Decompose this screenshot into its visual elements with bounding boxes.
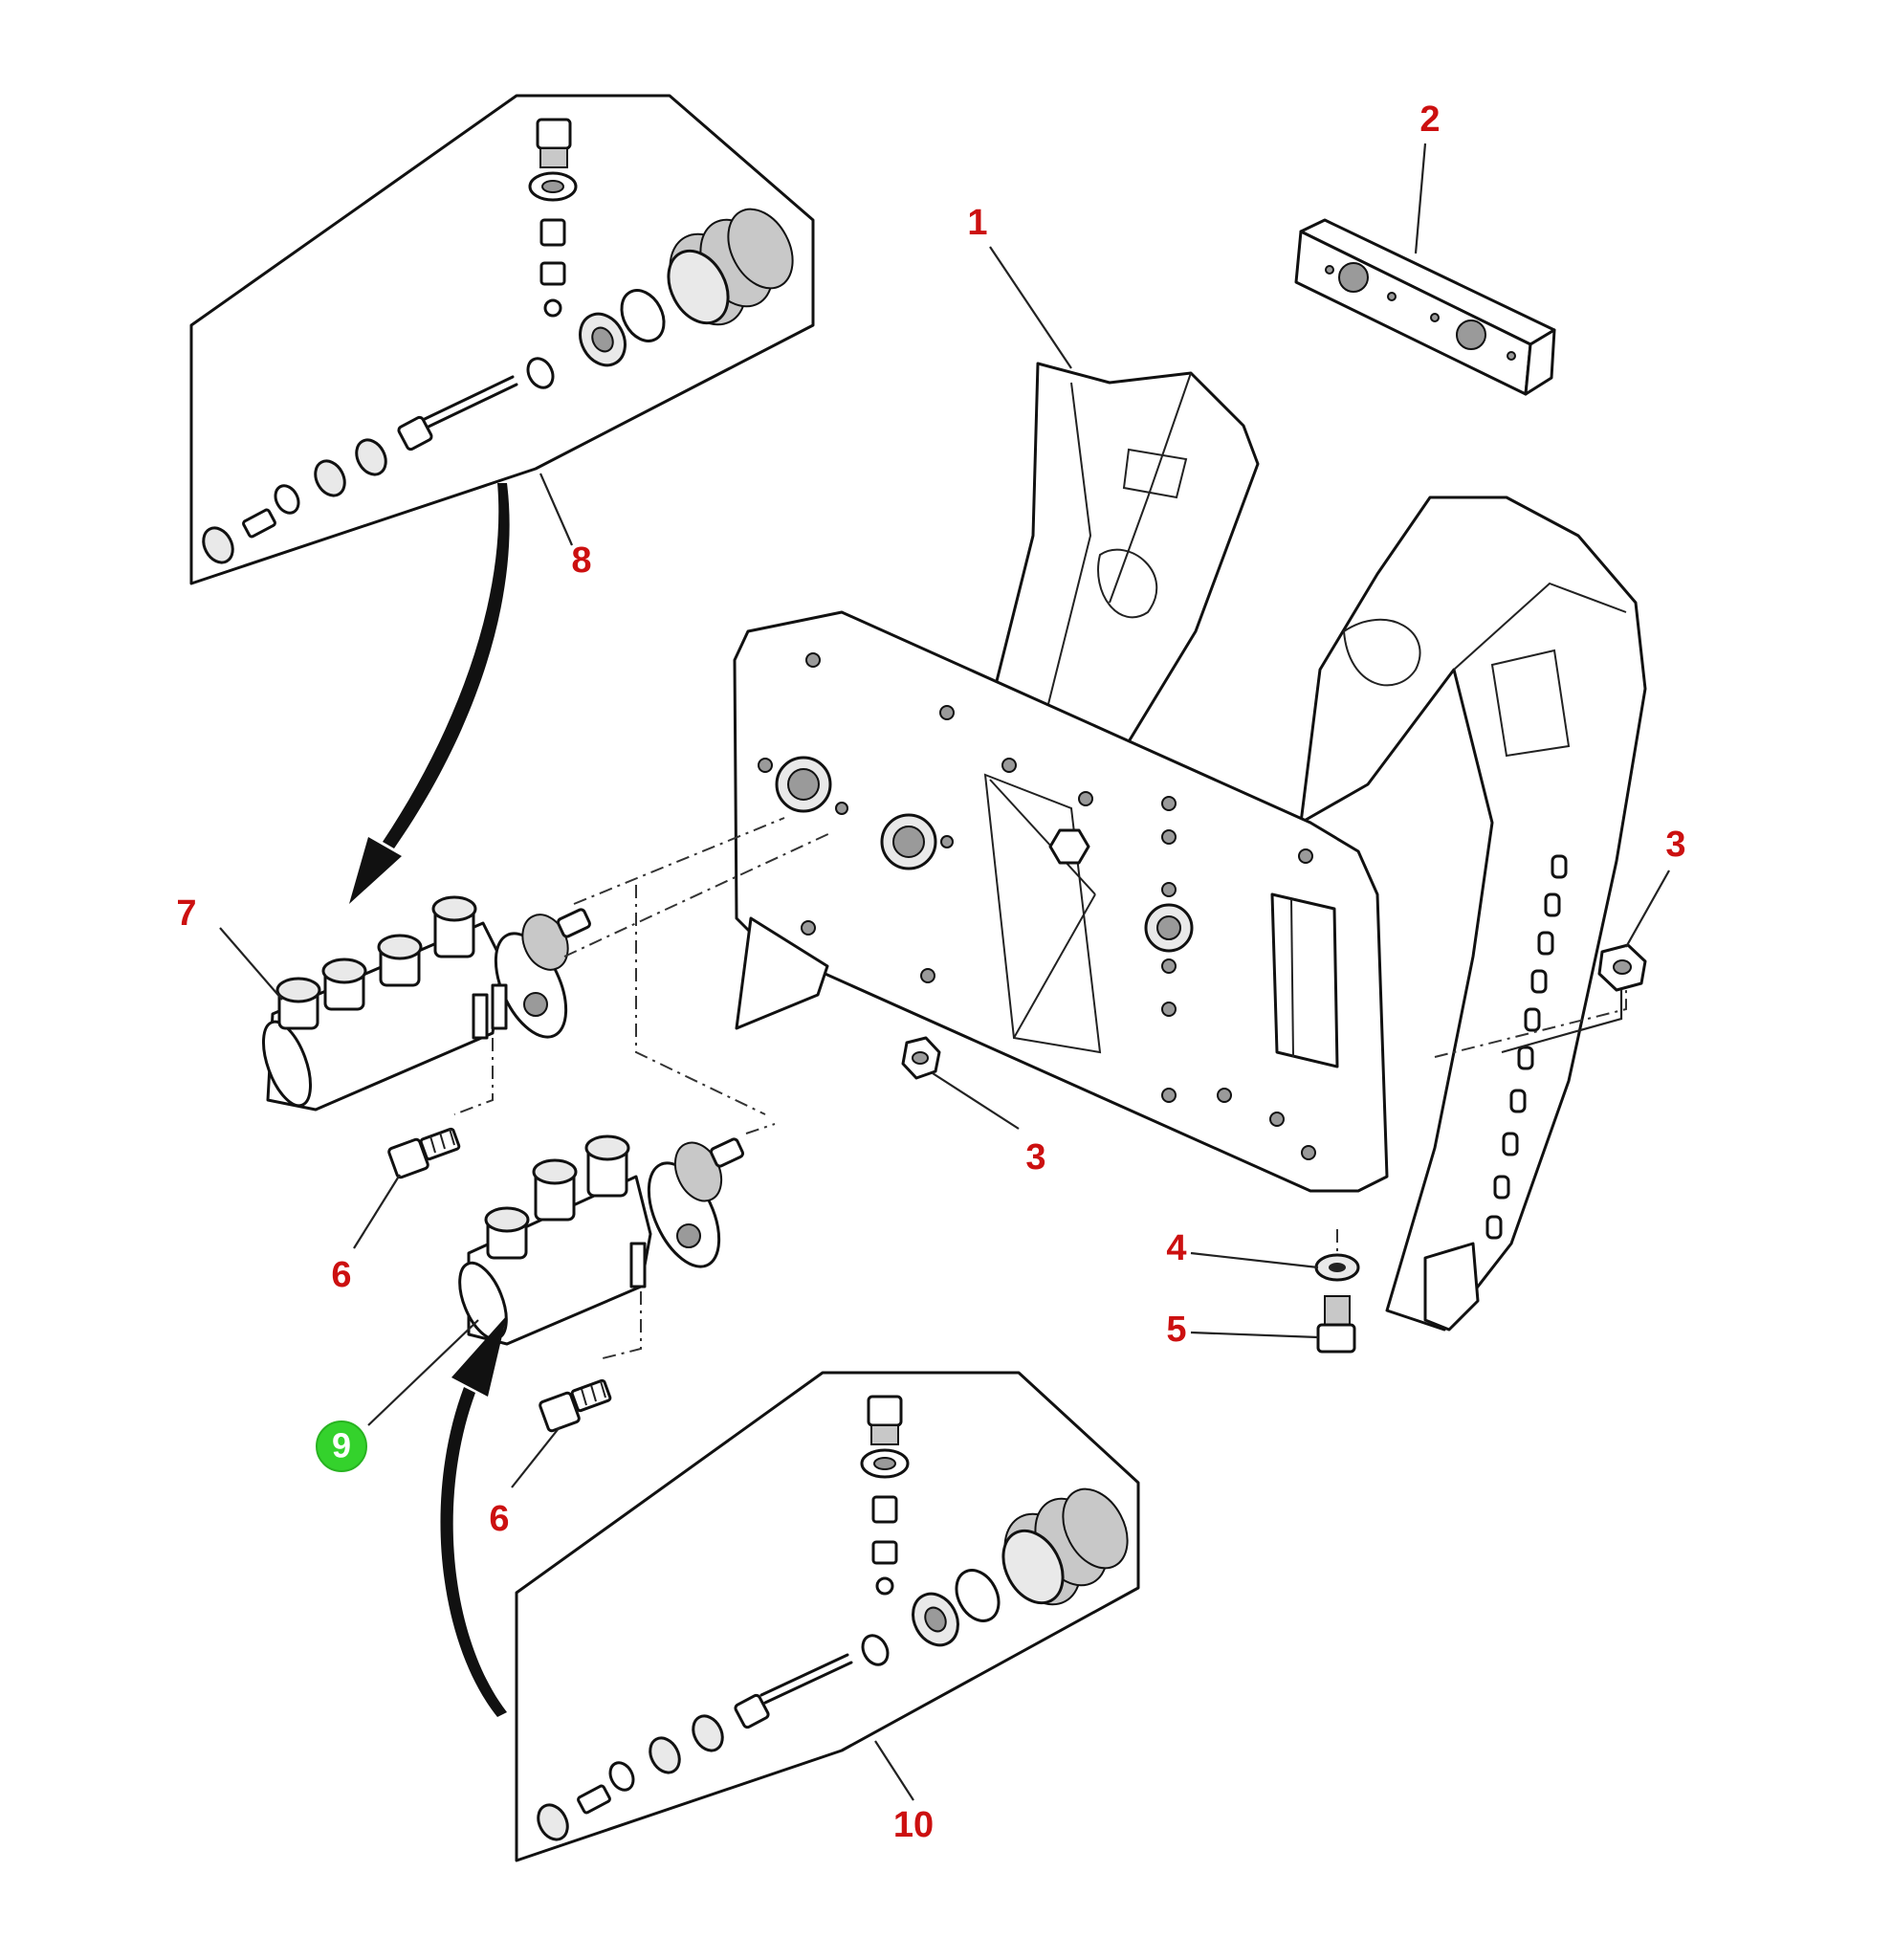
callout-1[interactable]: 1 <box>967 203 987 243</box>
assembly-arrow-8-to-7 <box>349 483 510 904</box>
callout-6-lower[interactable]: 6 <box>489 1499 509 1539</box>
channel-bracket-2 <box>1294 218 1556 396</box>
kit-inset-8 <box>189 94 815 585</box>
callout-2[interactable]: 2 <box>1419 99 1440 140</box>
callout-8[interactable]: 8 <box>571 540 591 581</box>
leader-lines <box>219 143 1670 1801</box>
bolt-5 <box>1316 1295 1356 1354</box>
nut-3b <box>1597 943 1647 992</box>
assembly-arrow-10-to-9 <box>440 1315 507 1717</box>
bolt-6a <box>387 1127 461 1179</box>
washer-4 <box>1314 1253 1360 1282</box>
callout-6-upper[interactable]: 6 <box>331 1255 351 1295</box>
bolt-6b <box>539 1378 612 1433</box>
pedal-support-frame <box>733 362 1647 1332</box>
callouts: 1 2 3 3 4 5 6 6 7 8 9 10 <box>176 99 1685 1845</box>
callout-5[interactable]: 5 <box>1166 1310 1186 1350</box>
kit-inset-10 <box>515 1371 1140 1862</box>
spring-cup-10 <box>1001 1487 1129 1606</box>
callout-3-right[interactable]: 3 <box>1665 825 1685 865</box>
callout-7[interactable]: 7 <box>176 893 196 934</box>
master-cylinder-9 <box>458 1134 745 1346</box>
frame-slots <box>1485 854 1568 1240</box>
tandem-master-cylinder-7 <box>261 895 592 1112</box>
callout-9[interactable]: 9 <box>332 1426 351 1465</box>
callout-3-center[interactable]: 3 <box>1025 1137 1045 1178</box>
callout-9-highlighted[interactable]: 9 <box>316 1420 367 1472</box>
spring-cup-8 <box>667 208 794 326</box>
nut-3a <box>901 1036 941 1080</box>
callout-4[interactable]: 4 <box>1166 1228 1186 1268</box>
highlight-badge[interactable] <box>316 1420 367 1472</box>
assembly-lines-9 <box>602 1123 776 1359</box>
callout-10[interactable]: 10 <box>893 1805 934 1845</box>
assembly-lines-7 <box>453 817 833 1115</box>
plate-holes <box>758 652 1316 1160</box>
